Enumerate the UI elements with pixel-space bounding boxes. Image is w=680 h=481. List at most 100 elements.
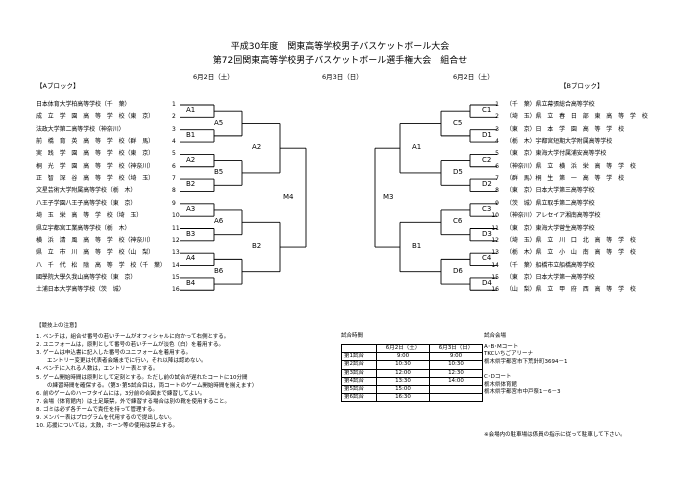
venue-line: 栃木県宇都宮市下荒針町3694－1: [484, 358, 568, 365]
venue-line: 栃木県体育館: [484, 381, 518, 388]
b-team-name: （埼 玉）県 立 川 口 北 高 等 学 校: [506, 236, 636, 244]
schedule-header-cell: 6月3日（日）: [429, 343, 483, 354]
a-team-number: 4: [172, 138, 176, 146]
day1-right-header: 6月2日（土）: [453, 73, 494, 81]
a-team-name: 県立宇都宮工業高等学校（栃 木）: [36, 224, 131, 232]
b-team-number: 1: [495, 101, 499, 108]
schedule-cell: 16:30: [376, 393, 430, 403]
b-r1-game-label: D2: [482, 180, 492, 189]
venue-heading: 試合会場: [484, 333, 507, 339]
rule-item: 5. ゲーム開始時間は原則として定刻とする。ただし前の試合が遅れたコートに10分…: [36, 374, 248, 381]
b-r2-game-label: D5: [453, 167, 463, 176]
b-r1-game-label: D1: [482, 130, 492, 139]
rule-item: 9. メンバー表はプログラムを代用するので提出しない。: [36, 415, 175, 422]
schedule-header-cell: [341, 343, 377, 354]
b-team-name: （埼 玉）県 立 春 日 部 東 高 等 学 校: [506, 113, 648, 121]
b-block-header: 【Bブロック】: [560, 82, 604, 90]
a-team-number: 2: [172, 113, 176, 121]
schedule-cell: 第3試合: [341, 368, 377, 378]
schedule-cell: 第6試合: [341, 393, 377, 403]
a-team-name: 日本体育大学柏高等学校（千 葉）: [36, 101, 131, 108]
b-team-name: （栃 木）県 立 小 山 南 高 等 学 校: [506, 249, 636, 257]
rule-item: 1. ベンチは，組合せ番号の若いチームがオフィシャルに向かって右側とする。: [36, 334, 230, 341]
b-team-number: 13: [491, 249, 499, 257]
venue-footnote: ※会場内の駐車場は係員の指示に従って駐車して下さい。: [484, 432, 626, 438]
a-team-name: 文星芸術大学附属高等学校（栃 木）: [36, 187, 137, 195]
a-team-number: 6: [172, 162, 176, 170]
b-team-number: 4: [495, 138, 499, 146]
b-r1-game-label: D4: [482, 279, 492, 288]
b-team-number: 7: [495, 175, 499, 183]
a-team-name: 國學院大學久我山高等学校（東 京）: [36, 273, 137, 281]
b-team-name: （東 京）東海大学菅生高等学校: [506, 224, 595, 232]
venue-line: A･B･Mコート: [484, 343, 519, 350]
b-team-number: 5: [495, 150, 499, 158]
b-r1-game-label: D3: [482, 229, 492, 238]
rule-item: エントリー変更は代表者会議までに行い，それ以降は認めない。: [36, 358, 207, 365]
b-team-number: 12: [491, 236, 499, 244]
b-r1-game-label: C2: [482, 155, 492, 164]
a-team-name: 県 立 市 川 高 等 学 校（山 梨）: [36, 249, 155, 257]
rules-list: 1. ベンチは，組合せ番号の若いチームがオフィシャルに向かって右側とする。2. …: [36, 333, 257, 430]
a-r3-game-label: A2: [252, 143, 262, 152]
page-title-line2: 第72回関東高等学校男子バスケットボール選手権大会 組合せ: [212, 56, 468, 66]
a-r2-game-label: A6: [214, 217, 224, 226]
b-team-name: （東 京）日 本 学 園 高 等 学 校: [506, 125, 625, 133]
b-r1-game-label: C1: [482, 106, 492, 115]
a-team-number: 13: [172, 249, 180, 257]
b-team-name: （茨 城）県立取手第二高等学校: [506, 199, 595, 207]
a-block-header: 【Aブロック】: [36, 82, 80, 90]
rule-item: 3. ゲームは申込書に記入した番号のユニフォームを着用する。: [36, 350, 192, 357]
b-team-number: 3: [495, 125, 499, 133]
rules-section: 【競技上の注意】 1. ベンチは，組合せ番号の若いチームがオフィシャルに向かって…: [36, 322, 257, 430]
a-team-number: 5: [172, 150, 176, 158]
a-team-name: 法政大学第二高等学校（神奈川）: [36, 125, 125, 133]
day1-left-header: 6月2日（土）: [193, 73, 234, 81]
a-team-name: 土浦日本大学高等学校（茨 城）: [36, 286, 125, 294]
rule-item: 4. ベンチに入れる人数は，エントリー表とする。: [36, 366, 159, 373]
b-team-name: （東 京）東海大学付属浦安高等学校: [506, 150, 607, 158]
b-r1-game-label: C3: [482, 204, 492, 213]
schedule-cell: 9:00: [429, 352, 483, 362]
schedule-cell: 12:00: [376, 368, 430, 378]
venue-line: [484, 366, 568, 374]
b-team-name: （東 京）日本大学第一高等学校: [506, 273, 595, 281]
rule-item: 10. 応援については，太鼓，ホーン等の使用は禁止する。: [36, 423, 178, 430]
b-team-number: 9: [495, 199, 499, 207]
a-team-name: 八王子学園八王子高等学校（東 京）: [36, 199, 137, 207]
a-team-name: 前 橋 育 英 高 等 学 校（群 馬）: [36, 138, 155, 146]
schedule-header-cell: 6月2日（土）: [376, 343, 430, 354]
schedule-cell: 10:30: [429, 360, 483, 370]
rule-item: の練習時間を確保する。（第3･第5試合目は，両コートのゲーム開始時間を揃えます）: [36, 382, 258, 389]
a-team-name: 横 浜 清 風 高 等 学 校（神奈川）: [36, 236, 155, 244]
schedule-cell: [429, 385, 483, 395]
b-team-name: （群 馬）桐 生 第 一 高 等 学 校: [506, 175, 625, 183]
b-team-name: （神奈川）アレセイア湘南高等学校: [506, 212, 601, 220]
a-team-name: 成 立 学 園 高 等 学 校（東 京）: [36, 113, 155, 121]
a-r3-game-label: B2: [252, 242, 262, 251]
venue-line: C･Dコート: [484, 373, 512, 380]
schedule-cell: 第1試合: [341, 352, 377, 362]
venue-line: TKCいちごアリーナ: [484, 351, 534, 358]
a-team-number: 7: [172, 175, 176, 183]
schedule-heading: 試合時間: [341, 333, 364, 339]
b-team-number: 10: [491, 212, 499, 220]
b-team-name: （千 葉）船橋市立船橋高等学校: [506, 261, 595, 269]
schedule-cell: 14:00: [429, 376, 483, 387]
rules-heading: 【競技上の注意】: [36, 323, 81, 329]
b-team-number: 2: [495, 113, 499, 121]
schedule-cell: 10:30: [376, 360, 430, 370]
a-team-number: 1: [172, 101, 176, 108]
a-team-number: 12: [172, 236, 180, 244]
b-team-number: 8: [495, 187, 499, 195]
b-team-number: 6: [495, 162, 499, 170]
a-r1-game-label: A2: [186, 155, 196, 164]
schedule-cell: 12:30: [429, 368, 483, 378]
a-team-number: 16: [172, 286, 180, 294]
